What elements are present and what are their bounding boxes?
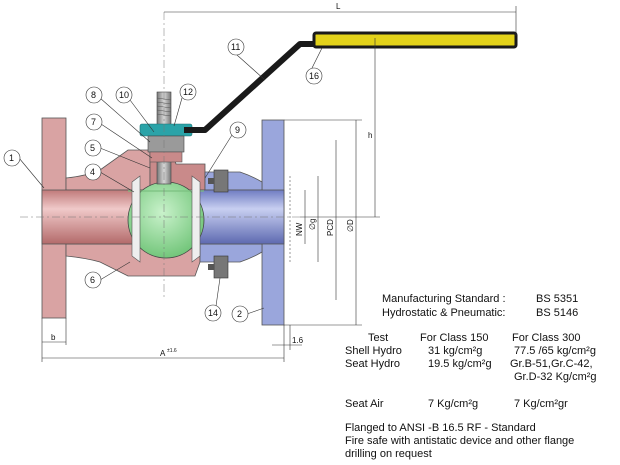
- dim-b: b: [51, 333, 56, 342]
- shell-hydro-300: 77.5 /65 kg/cm²g: [514, 345, 596, 357]
- handle-bar: [184, 41, 318, 133]
- dim-D: ∅D: [346, 219, 355, 232]
- seat-air-300: 7 Kg/cm²gr: [514, 398, 568, 410]
- callout-10: 10: [119, 90, 129, 100]
- dim-g: ∅g: [308, 219, 317, 230]
- note-line3: drilling on request: [345, 448, 432, 460]
- dim-L: L: [336, 2, 341, 11]
- note-line1: Flanged to ANSI -B 16.5 RF - Standard: [345, 422, 536, 434]
- seat-hydro-300-line2: Gr.D-32 Kg/cm²g: [514, 371, 597, 383]
- shell-hydro-150: 31 kg/cm²g: [428, 345, 483, 357]
- callout-14: 14: [208, 308, 218, 318]
- callout-2: 2: [237, 309, 242, 319]
- ball-bore-upper: [128, 190, 204, 192]
- seat-left: [131, 175, 141, 263]
- seat-hydro-300-line1: Gr.B-51,Gr.C-42,: [510, 358, 593, 370]
- dim-gap: 1.6: [292, 336, 304, 345]
- dim-PCD: PCD: [326, 219, 335, 236]
- callout-5: 5: [90, 143, 95, 153]
- ball: [127, 175, 205, 263]
- handle-grip: [312, 31, 518, 49]
- hydro-label: Hydrostatic & Pneumatic:: [382, 307, 506, 319]
- stem-assembly: [139, 91, 193, 185]
- handle: [184, 31, 518, 133]
- body-bolt-top: [213, 169, 229, 193]
- note-line2: Fire safe with antistatic device and oth…: [345, 435, 575, 447]
- seat-hydro-label: Seat Hydro: [345, 358, 401, 370]
- seat-air-label: Seat Air: [345, 398, 384, 410]
- callouts: 1 2 4 5 6 7 8 9 10 11 12 14: [3, 38, 323, 323]
- callout-6: 6: [90, 275, 95, 285]
- gland: [147, 135, 185, 153]
- body-bolt-bottom: [213, 255, 229, 279]
- test-header-test: Test: [368, 332, 389, 344]
- callout-8: 8: [91, 90, 96, 100]
- seat-air-150: 7 Kg/cm²g: [428, 398, 479, 410]
- end-hub-lower: [199, 243, 263, 263]
- callout-16: 16: [309, 71, 319, 81]
- mfg-standard-label: Manufacturing Standard :: [382, 293, 506, 305]
- callout-7: 7: [91, 117, 96, 127]
- dimension-lines: [41, 6, 517, 362]
- dim-NW: NW: [295, 222, 304, 236]
- dim-A-tol: ±1.6: [167, 348, 177, 354]
- dim-h: h: [368, 131, 372, 140]
- seat-right: [191, 175, 201, 263]
- test-header-class150: For Class 150: [420, 332, 489, 344]
- end-connector: [195, 119, 291, 326]
- callout-4: 4: [90, 167, 95, 177]
- seat-hydro-150: 19.5 kg/cm²g: [428, 358, 492, 370]
- mfg-standard-value: BS 5351: [536, 293, 579, 305]
- hydro-value: BS 5146: [536, 307, 579, 319]
- test-header-class300: For Class 300: [512, 332, 581, 344]
- callout-12: 12: [183, 87, 193, 97]
- callout-1: 1: [9, 153, 14, 163]
- callout-11: 11: [231, 42, 240, 52]
- callout-9: 9: [235, 125, 240, 135]
- shell-hydro-label: Shell Hydro: [345, 345, 402, 357]
- dim-A: A: [160, 349, 166, 358]
